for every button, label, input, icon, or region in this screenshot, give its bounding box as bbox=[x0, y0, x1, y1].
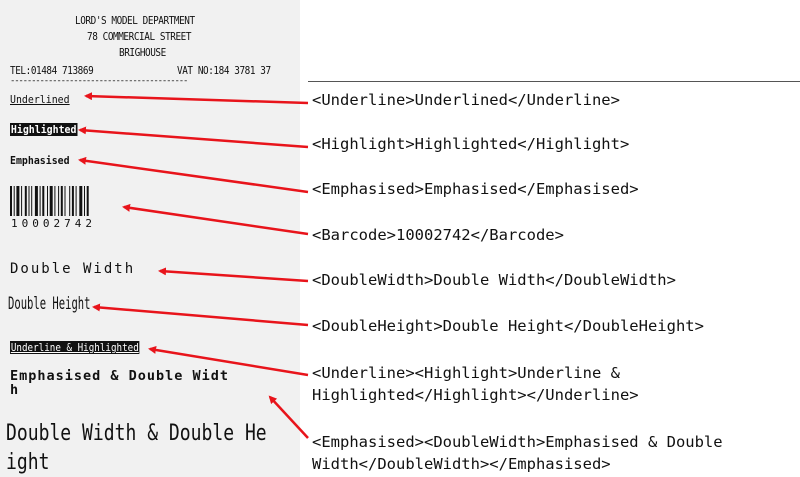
emph-dw-line-1: Emphasised & Double Widt bbox=[10, 368, 230, 384]
sample-emphasised: Emphasised bbox=[10, 154, 70, 167]
sample-underline-highlighted: Underline & Highlighted bbox=[10, 341, 140, 354]
barcode-bar bbox=[64, 186, 66, 216]
barcode-number: 10002742 bbox=[11, 217, 96, 230]
arrow-underline bbox=[84, 92, 309, 105]
dw-dh-line-1: Double Width & Double He bbox=[6, 421, 267, 446]
tag-emphasised-double-width-line-1: <Emphasised><DoubleWidth>Emphasised & Do… bbox=[312, 433, 723, 451]
arrow-double-width bbox=[158, 267, 309, 283]
barcode-bar bbox=[13, 186, 15, 216]
tag-barcode: <Barcode>10002742</Barcode> bbox=[312, 226, 564, 244]
receipt-printout: LORD'S MODEL DEPARTMENT 78 COMMERCIAL ST… bbox=[0, 0, 300, 477]
arrow-barcode bbox=[122, 203, 309, 236]
barcode-bar bbox=[49, 186, 53, 216]
shop-street: 78 COMMERCIAL STREET bbox=[87, 30, 192, 43]
barcode-bar bbox=[34, 186, 38, 216]
arrow-double-height bbox=[92, 303, 309, 327]
tag-double-height: <DoubleHeight>Double Height</DoubleHeigh… bbox=[312, 317, 704, 335]
barcode-bar bbox=[21, 186, 23, 216]
barcode-bar bbox=[75, 186, 77, 216]
shop-name: LORD'S MODEL DEPARTMENT bbox=[75, 14, 195, 27]
tag-underline: <Underline>Underlined</Underline> bbox=[312, 91, 620, 109]
barcode-bar bbox=[79, 186, 83, 216]
receipt-separator: ----------------------------------------… bbox=[10, 76, 188, 86]
highlighted-text: Highlighted bbox=[10, 123, 78, 136]
sample-emphasised-double-width: Emphasised & Double Widt h bbox=[10, 369, 229, 397]
tag-emphasised: <Emphasised>Emphasised</Emphasised> bbox=[312, 180, 639, 198]
sample-barcode bbox=[10, 186, 89, 216]
sample-double-width-height: Double Width & Double He ight bbox=[6, 419, 267, 477]
barcode-bar bbox=[54, 186, 56, 216]
barcode-bar bbox=[69, 186, 71, 216]
arrow-underline-highlight bbox=[148, 346, 309, 377]
tag-underline-highlight-line-2: Highlighted</Highlight></Underline> bbox=[312, 386, 639, 404]
shop-telephone: TEL:01484 713869 bbox=[10, 64, 94, 77]
barcode-bar bbox=[16, 186, 20, 216]
header-divider-line bbox=[308, 81, 800, 82]
barcode-bar bbox=[58, 186, 60, 216]
arrow-emphasised-double-width bbox=[268, 395, 309, 439]
sample-underlined: Underlined bbox=[10, 93, 70, 106]
barcode-bar bbox=[47, 186, 48, 216]
barcode-bar bbox=[84, 186, 85, 216]
dw-dh-line-2: ight bbox=[6, 450, 50, 475]
barcode-bar bbox=[42, 186, 45, 216]
tag-underline-highlight-line-1: <Underline><Highlight>Underline & bbox=[312, 364, 620, 382]
barcode-bar bbox=[24, 186, 27, 216]
arrow-emphasised bbox=[78, 156, 309, 194]
sample-double-width: Double Width bbox=[10, 261, 136, 277]
barcode-bar bbox=[10, 186, 12, 216]
barcode-bar bbox=[71, 186, 74, 216]
tag-double-width: <DoubleWidth>Double Width</DoubleWidth> bbox=[312, 271, 676, 289]
underline-highlighted-text: Underline & Highlighted bbox=[10, 341, 140, 354]
sample-double-height: Double Height bbox=[8, 294, 91, 314]
barcode-bar bbox=[28, 186, 30, 216]
shop-vat-number: VAT NO:184 3781 37 bbox=[177, 64, 271, 77]
tag-highlight: <Highlight>Highlighted</Highlight> bbox=[312, 135, 630, 153]
arrow-highlight bbox=[78, 126, 309, 149]
tag-emphasised-double-width-line-2: Width</DoubleWidth></Emphasised> bbox=[312, 455, 611, 473]
emph-dw-line-2: h bbox=[10, 382, 20, 398]
barcode-bar bbox=[39, 186, 41, 216]
barcode-bar bbox=[31, 186, 33, 216]
barcode-bar bbox=[86, 186, 89, 216]
barcode-bar bbox=[60, 186, 63, 216]
shop-town: BRIGHOUSE bbox=[119, 46, 166, 59]
sample-highlighted: Highlighted bbox=[10, 123, 78, 136]
